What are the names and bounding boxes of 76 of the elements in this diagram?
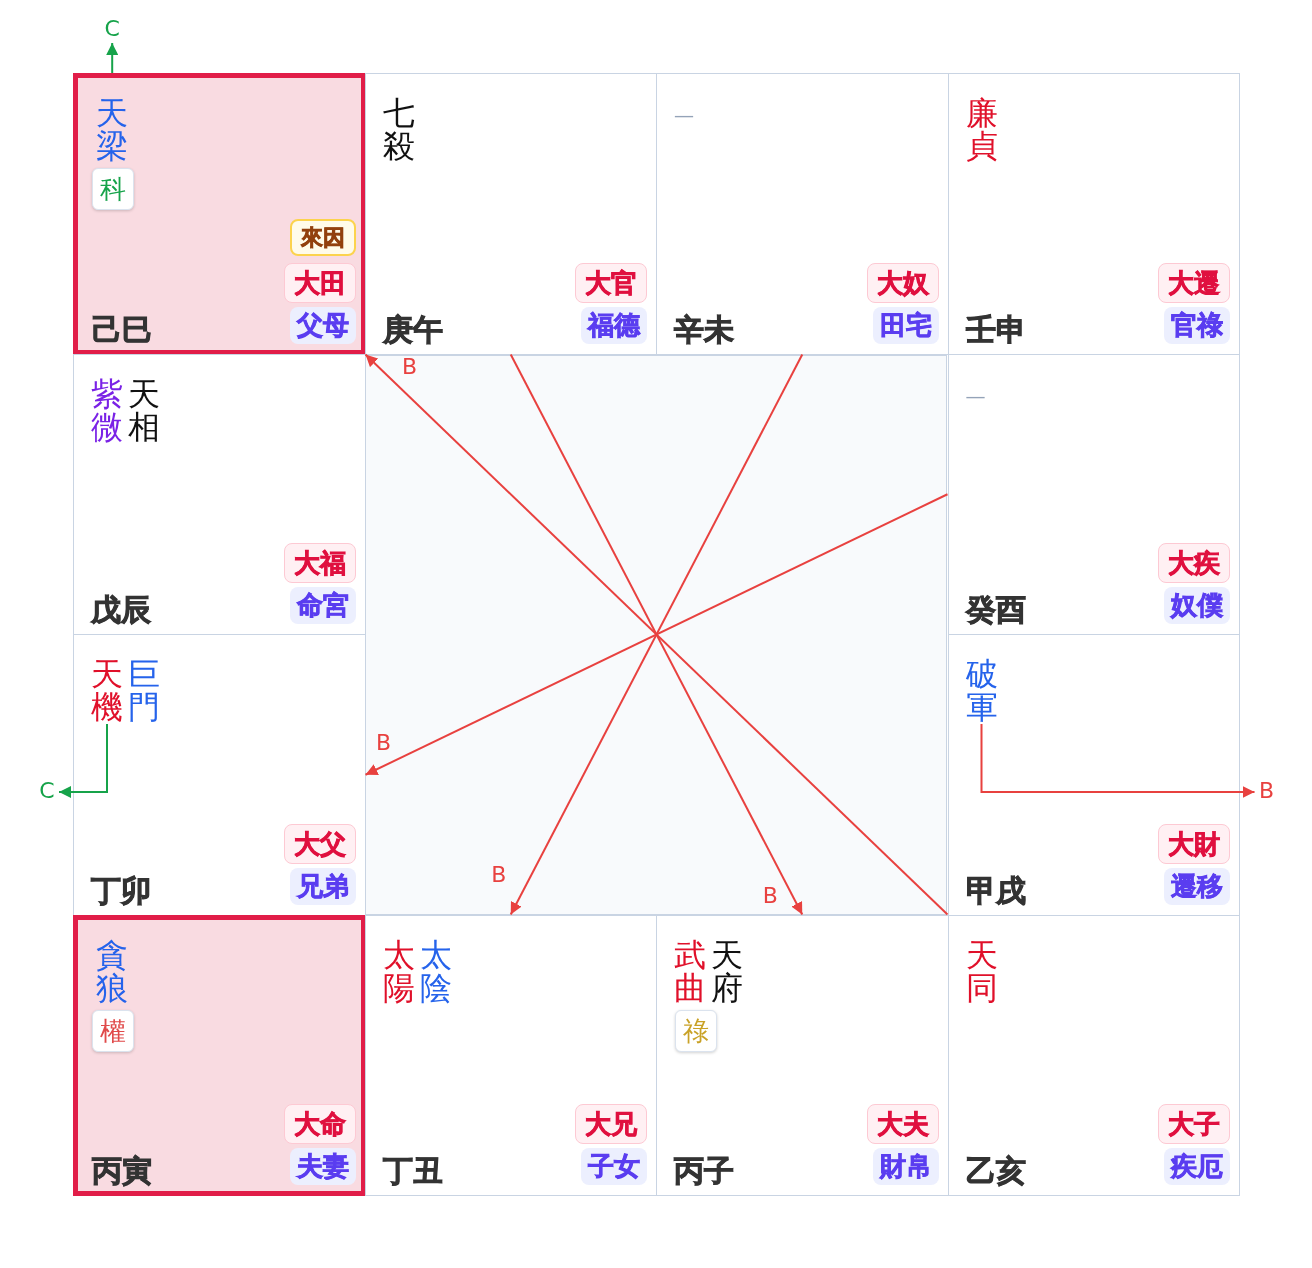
decade-palace-badge: 大子	[1158, 1104, 1230, 1144]
palace-cell	[947, 634, 1240, 916]
palace-name-badge: 父母	[289, 306, 356, 344]
decade-palace-badge: 大命	[283, 1104, 356, 1144]
palace-cell	[947, 914, 1240, 1196]
edge-label: C	[104, 18, 120, 40]
star-name: 天同	[965, 938, 998, 1005]
palace-name-badge: 福德	[581, 306, 647, 344]
palace-cell	[364, 73, 657, 355]
star-name: 貪狼	[96, 938, 128, 1005]
star-name: 破軍	[965, 658, 998, 724]
empty-star-mark: —	[674, 105, 694, 125]
decade-palace-badge: 大兄	[575, 1104, 647, 1144]
palace-cell	[73, 353, 366, 635]
palace-name-badge: 官祿	[1164, 306, 1230, 344]
stem-branch-label: 己巳	[92, 311, 152, 348]
edge-label: C	[39, 777, 55, 803]
stem-branch-label: 丙子	[674, 1153, 734, 1189]
stem-branch-label: 庚午	[382, 311, 443, 348]
stem-branch-label: 戊辰	[91, 592, 151, 628]
decade-palace-badge: 大福	[283, 543, 356, 583]
decade-palace-badge: 大父	[283, 823, 356, 864]
palace-name-badge: 子女	[581, 1148, 647, 1185]
palace-cell	[656, 914, 949, 1196]
palace-name-badge: 命宮	[289, 587, 356, 624]
empty-star-mark: —	[965, 385, 986, 406]
decade-palace-badge: 大財	[1158, 823, 1230, 864]
stem-branch-label: 丁卯	[91, 872, 151, 909]
edge-label: B	[375, 729, 392, 755]
edge-label: B	[491, 862, 507, 888]
arrow	[364, 493, 949, 776]
stem-branch-label: 壬申	[965, 311, 1026, 348]
palace-name-badge: 奴僕	[1164, 587, 1230, 624]
palace-cell	[73, 914, 366, 1196]
star-name: 七殺	[382, 97, 415, 163]
palace-cell	[364, 914, 657, 1196]
edge-label: B	[1258, 777, 1275, 803]
stem-branch-label: 丁丑	[382, 1153, 443, 1189]
decade-palace-badge: 大官	[575, 262, 647, 303]
star-name: 巨門	[128, 658, 160, 724]
palace-name-badge: 財帛	[872, 1148, 939, 1185]
stem-branch-label: 甲戌	[965, 872, 1026, 909]
star-name: 廉貞	[965, 97, 998, 163]
decade-palace-badge: 大遷	[1158, 262, 1230, 303]
decade-palace-badge: 大田	[283, 262, 356, 303]
palace-cell	[947, 73, 1240, 355]
stem-branch-label: 癸酉	[965, 592, 1026, 628]
decade-palace-badge: 大疾	[1158, 543, 1230, 583]
star-name: 天府	[711, 938, 743, 1005]
palace-name-badge: 疾厄	[1164, 1148, 1230, 1185]
stem-branch-label: 丙寅	[92, 1153, 152, 1189]
palace-name-badge: 田宅	[872, 306, 939, 344]
transformation-badge: 科	[92, 168, 134, 210]
star-name: 紫微	[91, 377, 123, 444]
transformation-badge: 祿	[675, 1009, 717, 1052]
edge-label: B	[762, 883, 778, 909]
palace-name-badge: 遷移	[1164, 867, 1230, 905]
stem-branch-label: 乙亥	[965, 1153, 1026, 1189]
palace-cell	[73, 73, 366, 355]
star-name: 天相	[128, 377, 160, 444]
star-name: 太陰	[419, 938, 452, 1005]
stem-branch-label: 辛未	[674, 311, 734, 348]
palace-name-badge: 夫妻	[289, 1148, 356, 1185]
arrow	[106, 42, 119, 74]
palace-name-badge: 兄弟	[289, 867, 356, 905]
star-name: 太陽	[382, 938, 415, 1005]
edge-label: B	[401, 354, 418, 380]
star-name: 天機	[91, 658, 123, 724]
palace-cell	[947, 353, 1240, 635]
origin-palace-badge: 來因	[289, 218, 356, 256]
transformation-badge: 權	[92, 1009, 134, 1052]
palace-cell	[656, 73, 949, 355]
star-name: 武曲	[674, 938, 706, 1005]
star-name: 天梁	[96, 97, 128, 163]
decade-palace-badge: 大夫	[866, 1104, 939, 1144]
decade-palace-badge: 大奴	[866, 262, 939, 303]
